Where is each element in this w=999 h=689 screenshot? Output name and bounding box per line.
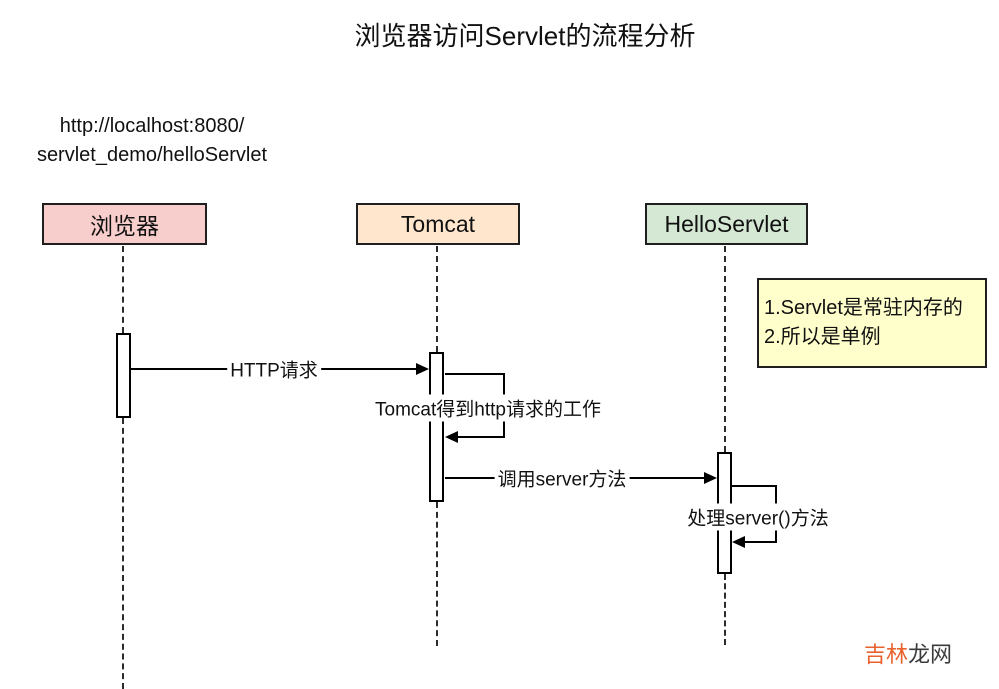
actor-tomcat-label: Tomcat xyxy=(400,210,476,237)
request-url-line1: http://localhost:8080/ xyxy=(59,115,245,137)
tomcat-selfloop-arrowhead-icon xyxy=(445,431,458,443)
request-url-line2: servlet_demo/helloServlet xyxy=(36,144,268,166)
tomcat-lifeline-lower xyxy=(436,502,438,646)
helloservlet-lifeline-lower xyxy=(724,574,726,645)
browser-lifeline-upper xyxy=(122,246,124,333)
actor-tomcat: Tomcat xyxy=(356,203,520,245)
watermark-part1: 吉林 xyxy=(864,642,909,667)
actor-browser-label: 浏览器 xyxy=(90,213,159,239)
helloservlet-lifeline-upper xyxy=(724,246,726,452)
servlet-note-line2: 2.所以是单例 xyxy=(764,326,881,348)
helloservlet-selfloop-bottom-line xyxy=(744,541,777,543)
tomcat-lifeline-upper xyxy=(436,246,438,352)
http-request-label: HTTP请求 xyxy=(227,355,321,383)
http-request-arrowhead-icon xyxy=(416,363,429,375)
actor-helloservlet: HelloServlet xyxy=(645,203,808,245)
tomcat-selfloop-top-line xyxy=(445,373,505,375)
helloservlet-selfloop-top-line xyxy=(732,485,777,487)
tomcat-activation-bar xyxy=(429,352,444,502)
watermark-part2: 龙网 xyxy=(908,642,953,667)
servlet-note: 1.Servlet是常驻内存的 2.所以是单例 xyxy=(757,278,987,368)
call-server-arrowhead-icon xyxy=(704,472,717,484)
actor-browser: 浏览器 xyxy=(42,203,207,245)
tomcat-work-label: Tomcat得到http请求的工作 xyxy=(372,394,604,422)
servlet-note-line1: 1.Servlet是常驻内存的 xyxy=(764,297,963,319)
tomcat-selfloop-bottom-line xyxy=(457,436,505,438)
browser-activation-bar xyxy=(116,333,131,418)
call-server-label: 调用server方法 xyxy=(494,464,630,492)
watermark: 吉林龙网 xyxy=(864,637,952,669)
request-url-label: http://localhost:8080/ servlet_demo/hell… xyxy=(6,112,298,170)
browser-lifeline-lower xyxy=(122,418,124,689)
actor-helloservlet-label: HelloServlet xyxy=(664,210,789,237)
handle-server-label: 处理server()方法 xyxy=(684,503,832,531)
page-title: 浏览器访问Servlet的流程分析 xyxy=(354,21,696,51)
helloservlet-selfloop-arrowhead-icon xyxy=(732,536,745,548)
